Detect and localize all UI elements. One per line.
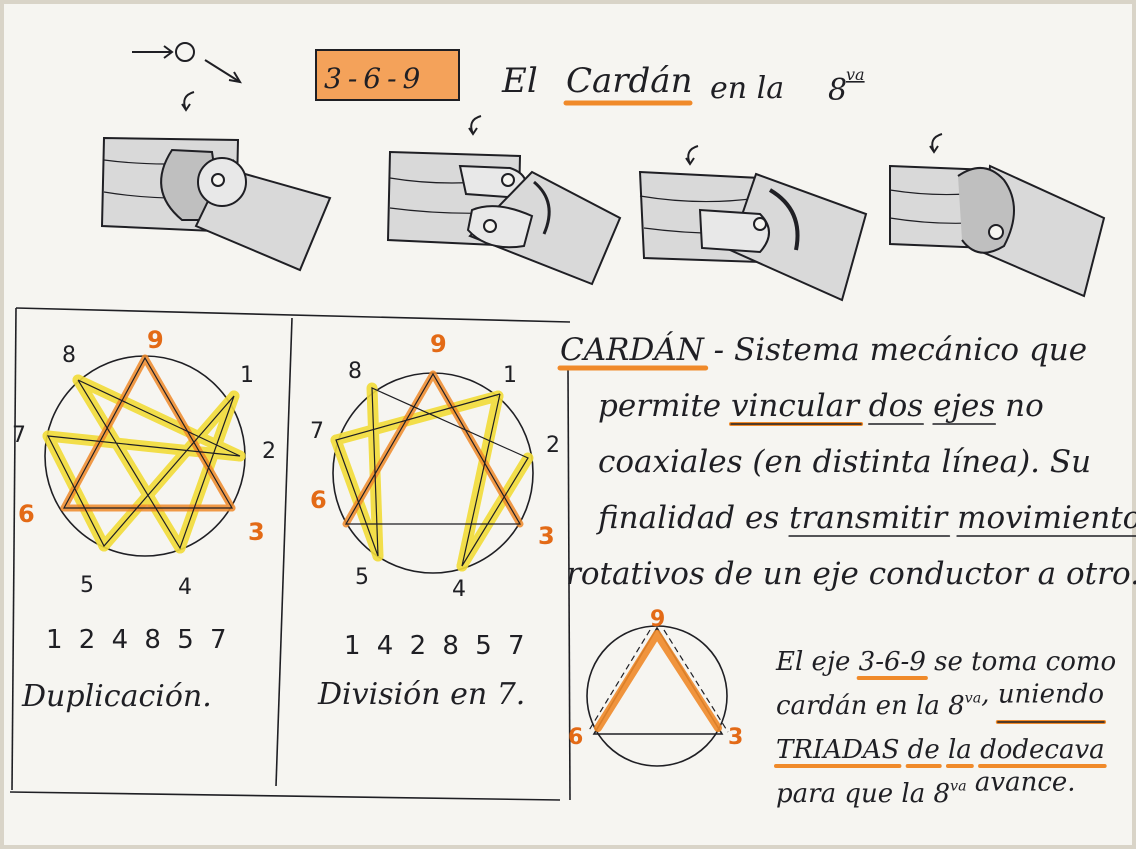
enneagram-right-label-4: 4 <box>452 577 466 602</box>
definition-line-2-part-3 <box>859 388 869 424</box>
triangle-label-6: 6 <box>568 725 583 750</box>
cardan-joint-sequence <box>100 91 1106 302</box>
left-caption: Duplicación. <box>21 679 212 714</box>
enneagram-right-label-5: 5 <box>355 565 369 590</box>
note-line-2-part-4: uniendo <box>998 679 1104 709</box>
note-line-3-part-1: TRIADAS <box>776 735 899 765</box>
enneagram-left-label-3: 3 <box>248 518 265 546</box>
note-line-1-part-3: se toma como <box>926 647 1116 677</box>
arrow-circle-icon <box>132 42 242 84</box>
enneagram-right-label-7: 7 <box>310 419 324 444</box>
note-line-3-part-2 <box>899 735 907 765</box>
enneagram-left <box>42 354 246 557</box>
enneagram-right-label-1: 1 <box>503 363 517 388</box>
enneagram-right <box>330 370 534 574</box>
note-line-4-part-3: avance. <box>967 767 1076 797</box>
definition-line-5: rotativos de un eje conductor a otro. <box>566 556 1136 592</box>
enneagram-left-label-8: 8 <box>62 343 76 368</box>
definition-line-2-part-5 <box>923 388 933 424</box>
enneagram-left-label-7: 7 <box>12 423 26 448</box>
cardan-joint-2 <box>386 115 622 286</box>
triangle-diagram <box>586 625 729 767</box>
left-sequence: 1 2 4 8 5 7 <box>46 625 231 655</box>
note-line-3-part-7: dodecava <box>980 735 1105 765</box>
enneagram-right-label-6: 6 <box>310 486 327 514</box>
definition-line-4: finalidad es transmitir movimientos <box>596 500 1136 536</box>
note-line-1-part-2: 3-6-9 <box>859 647 926 677</box>
enneagram-left-ink-lines <box>46 356 241 550</box>
cardan-joint-3 <box>638 145 868 302</box>
definition-line-3-part-1: coaxiales (en distinta línea). Su <box>598 444 1091 480</box>
enneagram-left-label-5: 5 <box>80 573 94 598</box>
definition-line-2-part-1: permite <box>598 388 731 424</box>
title-prefix: El <box>501 61 538 101</box>
panel-frames <box>9 307 571 801</box>
enneagram-left-label-2: 2 <box>262 439 276 464</box>
definition-line-2-part-6: ejes <box>933 388 995 424</box>
cardan-joint-4 <box>889 133 1106 298</box>
definition-line-2-part-4: dos <box>869 388 923 424</box>
note-line-3: TRIADAS de la dodecava <box>776 735 1105 765</box>
handwritten-text: CARDÁN - Sistema mecánico que permite vin… <box>557 330 1136 809</box>
definition-line-2: permite vincular dos ejes no <box>598 388 1044 424</box>
definition-line-2-part-7: no <box>995 388 1043 424</box>
badge-text: 3-6-9 <box>324 62 426 95</box>
right-caption: División en 7. <box>317 677 525 712</box>
note-line-3-part-5: la <box>948 735 972 765</box>
note-line-3-part-4 <box>940 735 948 765</box>
note-line-2: cardán en la 8va, uniendo <box>776 679 1104 721</box>
title-word: Cardán <box>566 61 692 101</box>
triangle-label-3: 3 <box>728 725 743 750</box>
badge-highlight <box>315 49 460 101</box>
title-octave-sup: va <box>846 65 865 84</box>
triangle-circle <box>586 625 728 767</box>
enneagram-right-ink-lines <box>335 372 529 567</box>
definition-line-2-part-2: vincular <box>731 388 861 424</box>
definition-line-1: CARDÁN - Sistema mecánico que <box>560 330 1087 368</box>
header: 3-6-9 El Cardán en la 8 va <box>132 42 865 108</box>
note-line-3-part-3: de <box>908 735 940 765</box>
note-line-4: para que la 8va avance. <box>776 767 1076 809</box>
right-sequence: 1 4 2 8 5 7 <box>344 631 529 661</box>
note-line-2-part-3: , <box>981 679 998 709</box>
definition-line-4-part-1: finalidad es <box>596 500 789 536</box>
note-line-2-part-2: va <box>965 690 982 706</box>
enneagram-left-label-4: 4 <box>178 575 192 600</box>
enneagram-left-label-9: 9 <box>147 326 164 354</box>
definition-line-5-part-1: rotativos de un eje conductor a otro. <box>566 556 1136 592</box>
note-line-1: El eje 3-6-9 se toma como <box>775 647 1116 677</box>
enneagram-left-label-6: 6 <box>18 500 35 528</box>
definition-line-1-part-1: CARDÁN <box>560 330 706 368</box>
enneagram-right-label-9: 9 <box>430 330 447 358</box>
triangle-dashed-sides <box>587 629 729 733</box>
definition-line-1-part-2: - Sistema mecánico que <box>704 332 1087 368</box>
title-mid: en la <box>710 71 784 106</box>
definition-line-4-part-4: movimientos <box>957 500 1136 536</box>
note-line-4-part-2: va <box>950 778 967 794</box>
definition-line-4-part-3 <box>947 500 957 536</box>
enneagram-left-label-1: 1 <box>240 363 254 388</box>
note-line-1-part-1: El eje <box>775 647 859 677</box>
cardan-joint-1 <box>100 91 332 272</box>
enneagram-right-label-2: 2 <box>546 433 560 458</box>
note-line-4-part-1: para que la 8 <box>776 779 950 809</box>
note-line-2-part-1: cardán en la 8 <box>776 691 965 721</box>
diagram-labels: 9 1 2 3 4 5 6 7 8 9 1 2 3 4 5 6 7 8 9 3 6 1 2 4 8 5 7 Duplicac… <box>12 326 743 750</box>
definition-line-4-part-2: transmitir <box>789 500 949 536</box>
note-line-3-part-6 <box>972 735 980 765</box>
title-octave: 8 <box>828 73 847 108</box>
enneagram-right-label-3: 3 <box>538 522 555 550</box>
definition-line-3: coaxiales (en distinta línea). Su <box>598 444 1091 480</box>
enneagram-right-label-8: 8 <box>348 359 362 384</box>
triangle-orange-sides <box>594 630 722 732</box>
triangle-label-9: 9 <box>650 607 665 632</box>
